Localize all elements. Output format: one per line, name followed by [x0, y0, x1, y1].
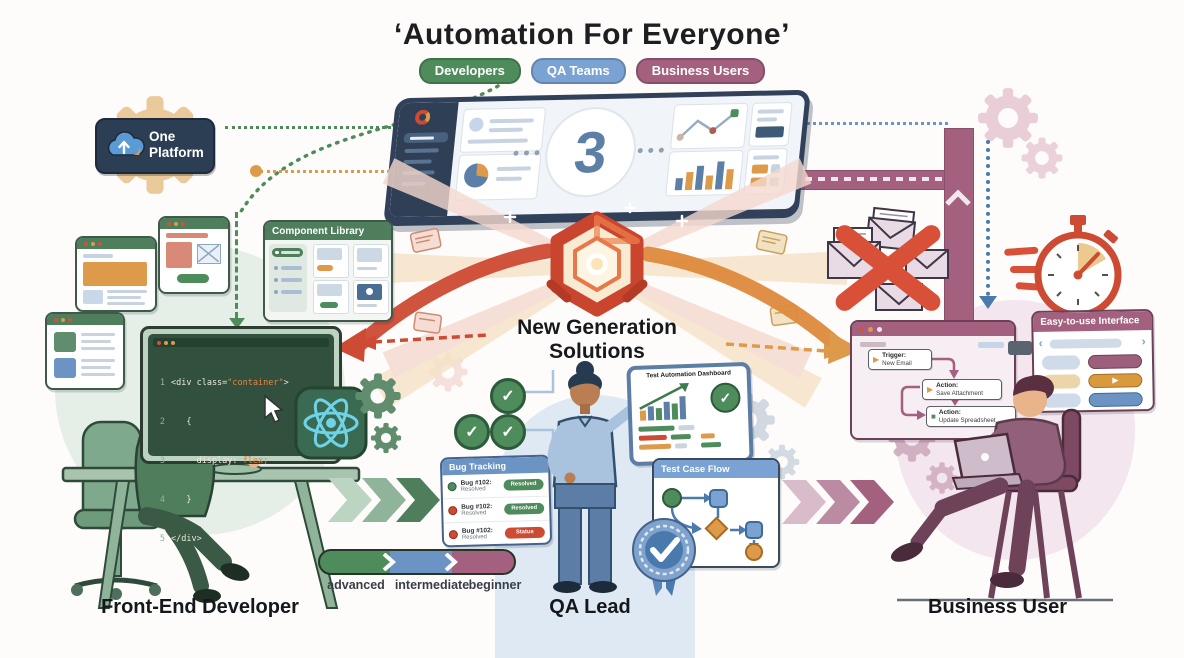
badge-business-users: Business Users: [635, 58, 766, 84]
check-icon: ✓: [454, 414, 490, 450]
easy-interface-title: Easy-to-use Interface: [1040, 315, 1140, 328]
one-platform-line2: Platform: [149, 145, 204, 160]
stopwatch-icon: [1004, 215, 1122, 319]
audience-badges: Developers QA Teams Business Users: [0, 58, 1184, 84]
play-icon: ▶: [927, 384, 934, 394]
sparkle-icons: [503, 202, 689, 228]
bug-tracking-title: Bug Tracking: [448, 460, 507, 473]
green-gear-icons: [330, 370, 420, 480]
skill-label-intermediate: intermediate: [394, 578, 470, 592]
orange-dotted-line: [260, 170, 390, 173]
blue-arrowhead: [979, 296, 997, 309]
green-dotted-line: [225, 126, 397, 129]
blue-dotted-down-arrow: [986, 140, 990, 296]
spreadsheet-icon: ■: [931, 411, 936, 421]
test-case-flow-panel: Test Case Flow: [652, 458, 780, 568]
code-block: 1<div class="container"> 2 { 3 display: …: [159, 378, 289, 544]
qa-lead-figure: [547, 361, 645, 593]
page-title: ‘Automation For Everyone’: [394, 18, 790, 51]
blue-dotted-line: [802, 122, 948, 125]
dashboard-card-barchart: [665, 149, 744, 197]
persona-label-developer: Front-End Developer: [101, 596, 299, 618]
workflow-node-save: ▶ Action:Save Attachment: [922, 379, 1002, 400]
dashboard-card-report1: [748, 102, 793, 147]
editor-window-bar: [153, 338, 329, 347]
qa-tablet-title: Test Automation Dashboard: [646, 369, 732, 380]
red-dashed-arrow: [358, 333, 489, 350]
green-dashed-arrow: [235, 212, 238, 318]
cloud-upload-icon: [107, 131, 145, 156]
badge-developers: Developers: [418, 58, 521, 84]
test-case-flow-chart: [662, 488, 763, 561]
check-icon: ✓: [490, 414, 526, 450]
quality-rosette-badge: [632, 518, 696, 596]
skill-level-bar: [318, 549, 516, 575]
business-user-figure: [890, 375, 1113, 602]
dashboard-card-profile: [459, 107, 547, 153]
orange-dashed-arrow: [725, 342, 842, 359]
platform-dashboard-tablet: 3: [382, 89, 812, 227]
dashboard-card-pie: [454, 153, 542, 201]
tablet-logo-icon: [414, 109, 431, 125]
test-automation-dashboard-tablet: Test Automation Dashboard ✓: [626, 361, 754, 467]
center-message: New Generation Solutions: [447, 316, 747, 364]
crossed-out-emails: [827, 206, 949, 311]
workflow-node-update: ■ Action:Update Spreadsheet: [926, 406, 1016, 427]
check-icon: ✓: [490, 378, 526, 414]
workflow-node-trigger: ▶ Trigger:New Email: [868, 349, 932, 370]
one-platform-logo: One Platform: [95, 118, 215, 174]
browser-window-3: [45, 312, 125, 390]
play-icon: ▶: [873, 354, 880, 364]
new-generation-emblem: [334, 158, 862, 408]
green-chevron-arrows: [328, 478, 440, 522]
skill-label-advanced: advanced: [327, 578, 385, 592]
orange-connector-dot: [250, 165, 262, 177]
chevron-right-icon: ›: [1141, 334, 1146, 349]
green-dotted-curve: [238, 84, 500, 215]
mauve-horizontal-band: [800, 170, 948, 190]
big-number: 3: [571, 119, 611, 185]
cursor-icon: [264, 394, 284, 424]
browser-window-1: [75, 236, 157, 312]
badge-qa-teams: QA Teams: [530, 58, 626, 84]
persona-label-business-user: Business User: [928, 596, 1067, 618]
center-message-line2: Solutions: [549, 340, 645, 363]
chevron-left-icon: ‹: [1038, 335, 1043, 350]
test-case-flow-title: Test Case Flow: [661, 463, 730, 475]
component-library-panel: Component Library: [263, 220, 393, 322]
mauve-band-chevron: [945, 189, 971, 206]
persona-label-qa-lead: QA Lead: [549, 596, 631, 618]
qa-check-icon: ✓: [709, 382, 741, 414]
dashboard-dots-left: [513, 150, 540, 156]
dashboard-card-linechart: [669, 102, 749, 150]
component-library-title: Component Library: [272, 225, 365, 237]
one-platform-line1: One: [149, 129, 176, 144]
dashboard-dots-right: [637, 147, 665, 154]
react-logo-icon: [294, 386, 368, 460]
dashboard-big-number-circle: 3: [540, 106, 641, 199]
qa-bar-chart: [639, 383, 689, 421]
skill-label-beginner: beginner: [468, 578, 522, 592]
green-arrowhead: [229, 318, 245, 329]
center-message-line1: New Generation: [517, 316, 677, 339]
browser-window-2: [158, 216, 230, 294]
